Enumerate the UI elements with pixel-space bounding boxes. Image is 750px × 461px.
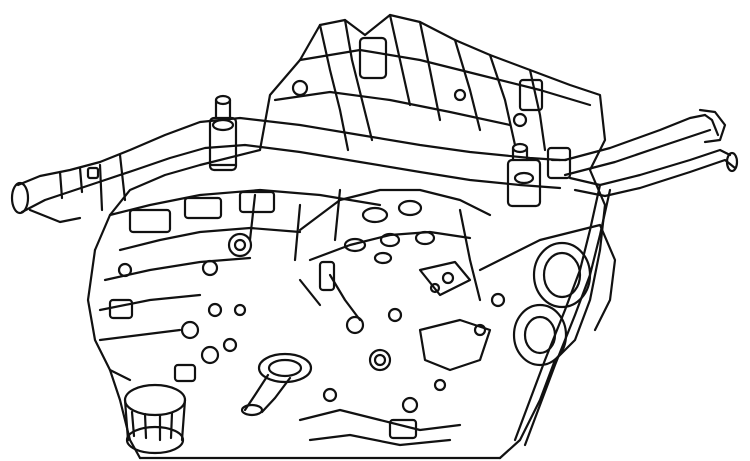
upper-housing (273, 13, 592, 152)
lower-left-details (98, 293, 247, 383)
right-down-pipe (513, 183, 612, 447)
lower-center-details (298, 307, 492, 447)
engine-block-outline (86, 13, 607, 460)
coolant-pipe (10, 116, 562, 224)
pipe-mount-left (208, 94, 238, 172)
oil-filter (123, 383, 187, 455)
central-intake-area (298, 188, 492, 322)
left-valve-cover (103, 188, 382, 282)
right-hose-pair (563, 108, 739, 198)
crank-pulley-shaft (240, 352, 313, 417)
pipe-mount-center (506, 142, 542, 208)
block-ribs (248, 188, 482, 302)
right-cylinder-head (473, 223, 617, 367)
pipe-bracket-right (546, 146, 572, 180)
